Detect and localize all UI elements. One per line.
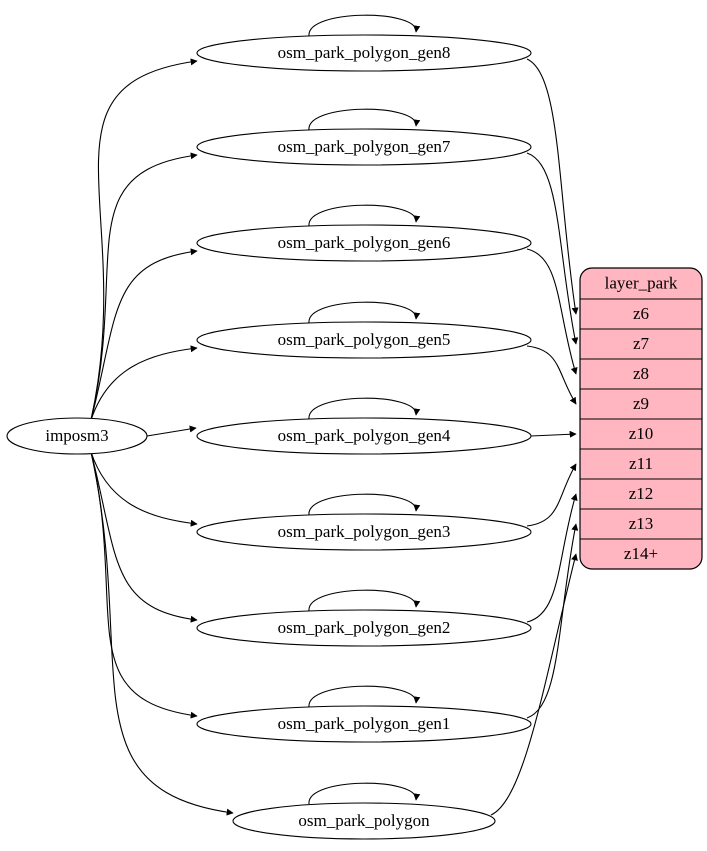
nodes-layer: imposm3 osm_park_polygon_gen8 osm_park_pol…: [6, 34, 532, 840]
table-row-label: z10: [629, 424, 654, 443]
table-row-label: z14+: [624, 544, 658, 563]
edge-imposm3-to-osm_park_polygon_gen1: [90, 451, 198, 719]
table-row-label: z11: [629, 454, 653, 473]
self-loop-osm_park_polygon_gen4: [308, 397, 421, 420]
self-loop-osm_park_polygon: [308, 782, 421, 805]
node-ellipse[interactable]: [196, 34, 532, 72]
node-label: osm_park_polygon_gen3: [278, 522, 451, 541]
edge-osm_park_polygon-to-z14+: [490, 553, 578, 816]
table-node-osm_park_polygon_gen2[interactable]: osm_park_polygon_gen2: [196, 609, 532, 647]
edge-imposm3-to-osm_park_polygon_gen5: [90, 345, 198, 421]
table-row-label: z13: [629, 514, 654, 533]
edge-osm_park_polygon_gen6-to-z8: [526, 248, 578, 375]
self-loop-osm_park_polygon_gen3: [308, 493, 421, 516]
table-node-osm_park_polygon[interactable]: osm_park_polygon: [232, 802, 496, 840]
self-loop-osm_park_polygon_gen1: [308, 685, 421, 708]
node-ellipse[interactable]: [196, 224, 532, 262]
table-layer: layer_park z6 z7 z8 z9 z10 z11 z12 z13 z14+: [579, 267, 703, 570]
table-row-label: z8: [633, 364, 649, 383]
edge-osm_park_polygon_gen7-to-z7: [526, 152, 579, 345]
edge-osm_park_polygon_gen1-to-z13: [526, 523, 579, 719]
node-label: osm_park_polygon_gen6: [278, 233, 451, 252]
table-node-osm_park_polygon_gen5[interactable]: osm_park_polygon_gen5: [196, 321, 532, 359]
table-node-osm_park_polygon_gen8[interactable]: osm_park_polygon_gen8: [196, 34, 532, 72]
edge-imposm3-to-osm_park_polygon_gen4: [146, 425, 197, 437]
table-node-osm_park_polygon_gen3[interactable]: osm_park_polygon_gen3: [196, 513, 532, 551]
node-label: osm_park_polygon: [298, 811, 430, 830]
edge-osm_park_polygon_gen3-to-z11: [526, 463, 577, 527]
table-node-osm_park_polygon_gen7[interactable]: osm_park_polygon_gen7: [196, 128, 532, 166]
edges-layer: [90, 14, 579, 816]
table-node-osm_park_polygon_gen6[interactable]: osm_park_polygon_gen6: [196, 224, 532, 262]
table-row[interactable]: z7: [580, 329, 702, 359]
node-ellipse[interactable]: [6, 417, 148, 455]
table-row[interactable]: z6: [580, 299, 702, 329]
node-ellipse[interactable]: [196, 513, 532, 551]
node-ellipse[interactable]: [196, 705, 532, 743]
edge-imposm3-to-osm_park_polygon_gen2: [90, 451, 198, 623]
self-loop-osm_park_polygon_gen5: [308, 301, 421, 324]
node-label: imposm3: [45, 426, 108, 445]
node-ellipse[interactable]: [196, 417, 532, 455]
table-node-osm_park_polygon_gen4[interactable]: osm_park_polygon_gen4: [196, 417, 532, 455]
node-label: osm_park_polygon_gen2: [278, 618, 451, 637]
edge-osm_park_polygon_gen4-to-z10: [530, 430, 577, 438]
edge-osm_park_polygon_gen8-to-z6: [526, 58, 579, 315]
edge-imposm3-to-osm_park_polygon_gen7: [90, 152, 198, 421]
table-separators: [580, 298, 702, 540]
self-loop-osm_park_polygon_gen7: [308, 108, 421, 131]
node-ellipse[interactable]: [196, 609, 532, 647]
node-label: osm_park_polygon_gen1: [278, 714, 451, 733]
table-row-label: z12: [629, 484, 654, 503]
table-row[interactable]: z8: [580, 359, 702, 389]
table-row-label: z6: [633, 304, 649, 323]
self-loop-osm_park_polygon_gen2: [308, 589, 421, 612]
node-label: osm_park_polygon_gen5: [278, 330, 451, 349]
node-label: osm_park_polygon_gen7: [278, 137, 451, 156]
table-outline: [579, 267, 703, 570]
edge-osm_park_polygon_gen5-to-z9: [526, 345, 577, 405]
node-label: osm_park_polygon_gen4: [278, 426, 451, 445]
self-loop-osm_park_polygon_gen8: [308, 14, 421, 37]
node-ellipse[interactable]: [196, 128, 532, 166]
table-row[interactable]: z9: [580, 389, 702, 419]
table-header-label: layer_park: [605, 273, 678, 292]
table-row-label: z9: [633, 394, 649, 413]
table-node-osm_park_polygon_gen1[interactable]: osm_park_polygon_gen1: [196, 705, 532, 743]
edge-imposm3-to-osm_park_polygon: [90, 451, 234, 816]
edge-osm_park_polygon_gen2-to-z12: [526, 493, 578, 623]
node-ellipse[interactable]: [232, 802, 496, 840]
table-row-label: z7: [633, 334, 650, 353]
table-row[interactable]: z14+: [580, 539, 702, 569]
edge-imposm3-to-osm_park_polygon_gen3: [90, 451, 198, 527]
table-row[interactable]: z13: [580, 509, 702, 539]
table-row[interactable]: z11: [580, 449, 702, 479]
edge-imposm3-to-osm_park_polygon_gen8: [90, 58, 198, 421]
source-node-imposm3[interactable]: imposm3: [6, 417, 148, 455]
node-ellipse[interactable]: [196, 321, 532, 359]
table-row[interactable]: z12: [580, 479, 702, 509]
node-label: osm_park_polygon_gen8: [278, 43, 451, 62]
table-row[interactable]: z10: [580, 419, 702, 449]
self-loop-osm_park_polygon_gen6: [308, 204, 421, 227]
edge-imposm3-to-osm_park_polygon_gen6: [90, 248, 198, 421]
